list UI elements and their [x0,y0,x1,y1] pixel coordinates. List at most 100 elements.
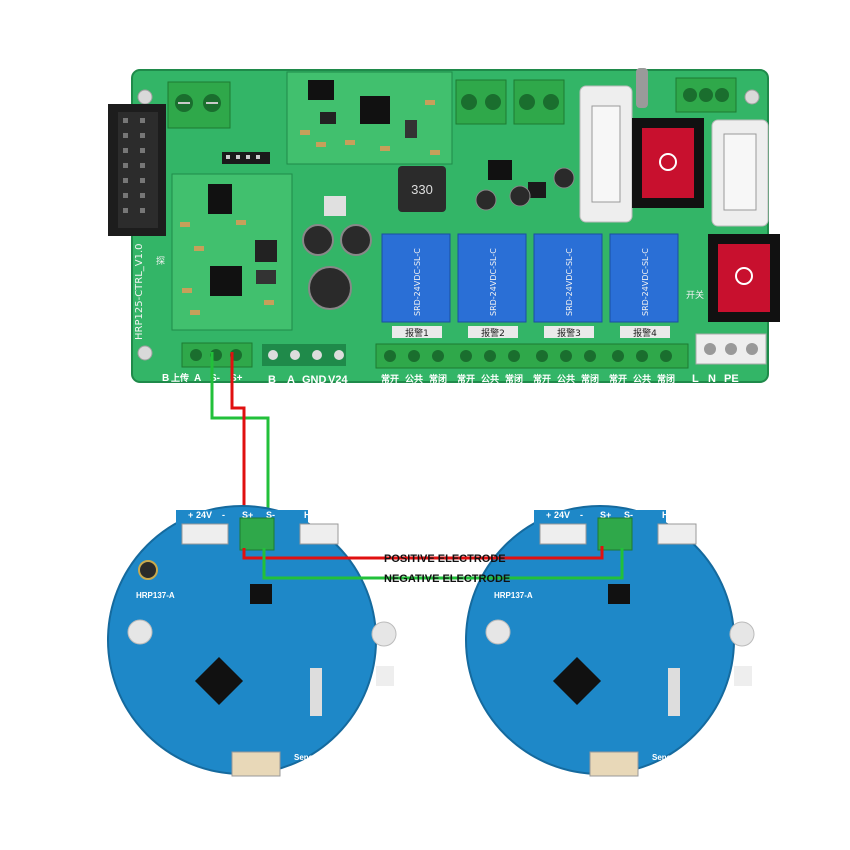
negative-wire-main [210,352,270,520]
alarm-label-3: 报警3 [557,327,581,339]
sensor-input-terminal [181,342,253,368]
label-l: L [692,373,699,385]
label-s-minus: S- [210,373,220,384]
contact-label: 公共 [633,373,651,384]
power-inductor: 330 [398,166,446,212]
sensor2-model: HRP137-A [494,591,533,600]
label-n: N [708,373,716,385]
contact-label: 常闭 [429,373,447,384]
sensor2-s-plus: S+ [600,510,611,520]
main-control-board: HRP125-CTRL_V1.0 [108,68,780,386]
sensor2-s-minus: S- [624,510,633,520]
regulator-chip [488,160,512,180]
positive-electrode-label-top: POSITIVE ELECTRODE [384,553,506,565]
sensor1-model: HRP137-A [136,591,175,600]
label-pe: PE [724,373,739,385]
sensor1-signal-terminal [239,517,275,551]
contact-label: 常闭 [505,373,523,384]
sensor2-plus: + [546,510,551,520]
ribbon-connector [108,104,166,236]
sensor-board-1: + 24V - S+ S- H-ALM HRP137-A Sensor [107,505,397,777]
rocker-switch-2 [708,234,780,322]
svg-text:SRD-24VDC-SL-C: SRD-24VDC-SL-C [565,248,574,316]
sensor2-mount-hole-left [485,619,511,645]
svg-text:SRD-24VDC-SL-C: SRD-24VDC-SL-C [413,248,422,316]
sensor-board-2: + 24V - S+ S- H-ALM HRP137-A Sensor [465,505,755,777]
positive-wire-main [230,352,246,520]
transistor [528,182,546,198]
sensor2-alarm-header [657,523,697,545]
bottom-silkscreen: B 上传 A S- S+ B A GND V24 常开 公共 常闭 常开 公共 … [162,372,739,386]
switch-label: 开关 [686,289,704,301]
left-daughter-board: 探 [156,173,293,331]
label-upload: 上传 [171,372,189,383]
positive-wire-overlay [242,546,604,560]
main-board-model: HRP125-CTRL_V1.0 [134,243,145,340]
svg-text:SRD-24VDC-SL-C: SRD-24VDC-SL-C [641,248,650,316]
label-s-plus: S+ [230,373,243,384]
contact-label: 常闭 [581,373,599,384]
rocker-switch-1 [632,118,704,208]
sensor1-power-header [181,523,229,545]
sensor1-plus: + [188,510,193,520]
sensor2-24v: 24V [554,510,570,520]
label-comm-gnd: GND [302,374,327,386]
sensor2-mount-hole-right [729,621,755,647]
contact-label: 公共 [481,373,499,384]
top-terminal-blocks [455,77,737,125]
varistor [636,68,648,108]
electrolytic-capacitors [302,167,575,310]
sensor2-sensor-connector [589,751,639,777]
sensor2-mcu [552,656,602,706]
top-daughter-board [286,71,453,165]
sensor1-header-strip [310,668,322,716]
sensor1-capacitor [138,560,158,580]
relay-1: SRD-24VDC-SL-C [381,233,451,323]
contact-label: 常开 [609,373,627,384]
sensor1-mcu [194,656,244,706]
sensor1-sensor-label: Sensor [294,753,321,762]
sensor2-signal-terminal [597,517,633,551]
label-comm-a: A [287,374,295,386]
negative-wire-overlay [262,548,624,580]
inductor-marking: 330 [411,182,433,197]
sensor2-chip [608,584,630,604]
diode-bridge [324,196,346,216]
contact-label: 常闭 [657,373,675,384]
sensor2-small-connector [734,666,752,686]
sensor1-small-connector [376,666,394,686]
label-b-left: B [162,373,169,384]
contact-label: 公共 [557,373,575,384]
sensor1-mount-hole-left [127,619,153,645]
pin-header [222,152,270,164]
sensor2-h-alm: H-ALM [662,510,691,520]
label-a-left: A [194,373,201,384]
contact-label: 常开 [533,373,551,384]
contact-label: 常开 [381,373,399,384]
contact-label: 公共 [405,373,423,384]
sensor1-s-plus: S+ [242,510,253,520]
alarm-label-4: 报警4 [633,327,657,339]
sensor2-power-header [539,523,587,545]
comm-header [262,344,346,366]
sensor1-h-alm: H-ALM [304,510,333,520]
negative-electrode-label-top: NEGATIVE ELECTRODE [384,573,510,585]
sensor1-chip [250,584,272,604]
relay-2: SRD-24VDC-SL-C [457,233,527,323]
sensor1-sensor-connector [231,751,281,777]
sensor1-24v: 24V [196,510,212,520]
relay-3: SRD-24VDC-SL-C [533,233,603,323]
label-comm-v24: V24 [328,374,348,386]
sensor1-s-minus: S- [266,510,275,520]
sensor2-minus: - [580,510,583,520]
alarm-labels: 报警1 报警2 报警3 报警4 [392,326,670,339]
sensor2-header-strip [668,668,680,716]
relay-4: SRD-24VDC-SL-C [609,233,679,323]
svg-text:SRD-24VDC-SL-C: SRD-24VDC-SL-C [489,248,498,316]
side-label: 探 [156,255,165,267]
contact-label: 常开 [457,373,475,384]
sensor1-mount-hole-right [371,621,397,647]
power-terminal [695,333,767,365]
fuse-holders [579,68,769,227]
